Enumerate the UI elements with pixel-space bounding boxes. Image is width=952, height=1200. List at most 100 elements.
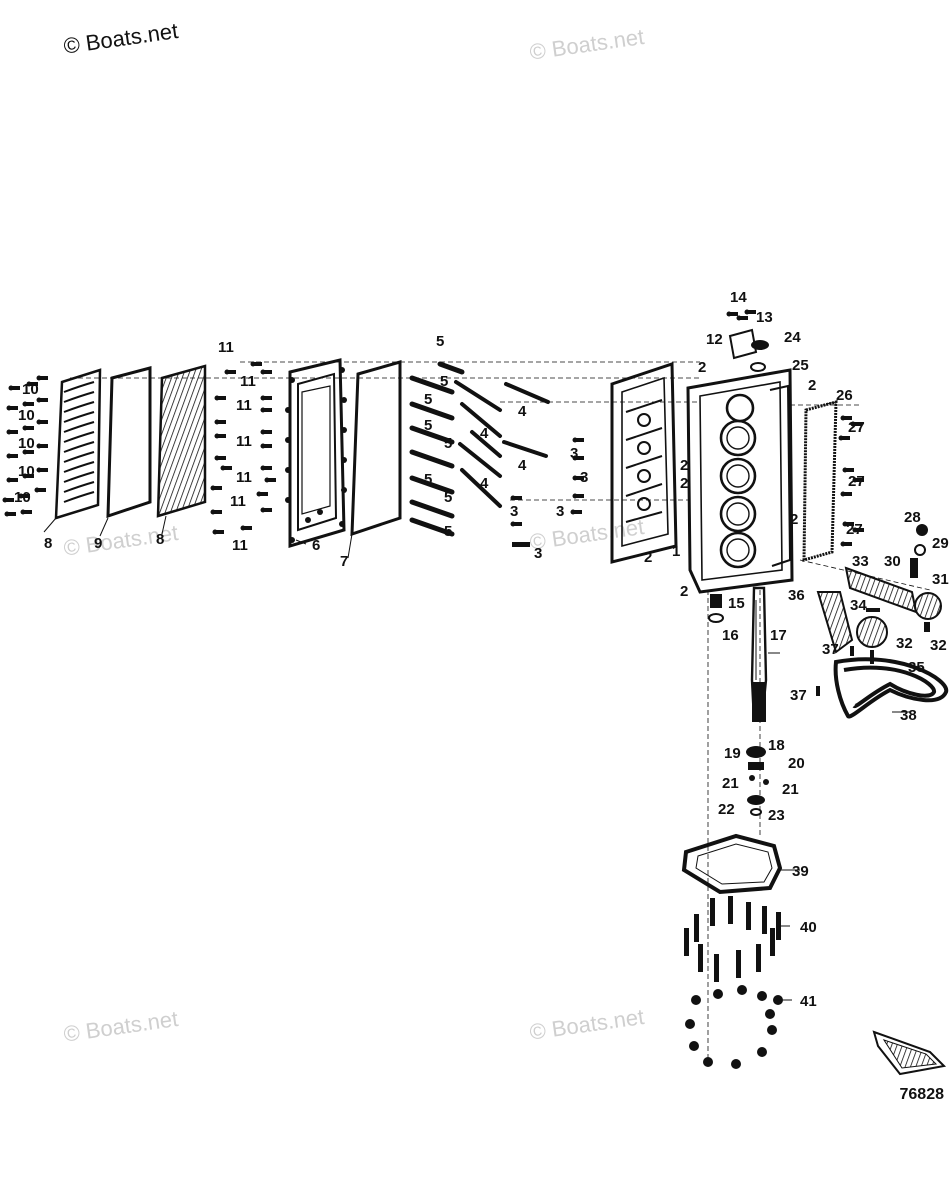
head-cover-6 bbox=[285, 358, 347, 549]
callout-10: 10 bbox=[22, 381, 39, 398]
callout-8: 8 bbox=[156, 531, 164, 548]
callout-3: 3 bbox=[556, 503, 564, 520]
gasket-26 bbox=[802, 400, 838, 562]
callout-2: 2 bbox=[790, 511, 798, 528]
callout-11: 11 bbox=[240, 373, 256, 390]
callout-6: 6 bbox=[312, 537, 320, 554]
callout-11: 11 bbox=[236, 433, 252, 450]
callout-28: 28 bbox=[904, 509, 921, 526]
callout-5: 5 bbox=[444, 489, 452, 506]
callout-2: 2 bbox=[680, 457, 688, 474]
callout-11: 11 bbox=[232, 537, 248, 554]
callout-16: 16 bbox=[722, 627, 739, 644]
callout-4: 4 bbox=[480, 475, 489, 492]
bolts-4 bbox=[454, 380, 550, 508]
callout-37: 37 bbox=[822, 641, 839, 658]
callout-33: 33 bbox=[852, 553, 869, 570]
callout-31: 31 bbox=[932, 571, 949, 588]
bolts-3 bbox=[510, 437, 584, 547]
callout-32: 32 bbox=[930, 637, 947, 654]
timing-belt-38 bbox=[833, 657, 949, 719]
callout-41: 41 bbox=[800, 993, 817, 1010]
callout-36: 36 bbox=[788, 587, 805, 604]
plug-parts bbox=[708, 594, 724, 623]
callout-7: 7 bbox=[340, 553, 348, 570]
callout-4: 4 bbox=[518, 403, 527, 420]
callout-1: 1 bbox=[672, 543, 680, 560]
callout-3: 3 bbox=[580, 469, 588, 486]
callout-40: 40 bbox=[800, 919, 817, 936]
callout-5: 5 bbox=[424, 391, 432, 408]
callout-15: 15 bbox=[728, 595, 745, 612]
callout-3: 3 bbox=[534, 545, 542, 562]
callout-39: 39 bbox=[792, 863, 809, 880]
engine-block-1 bbox=[686, 368, 794, 594]
callout-5: 5 bbox=[440, 373, 448, 390]
cover-plate-left bbox=[54, 368, 102, 520]
callout-11: 11 bbox=[218, 339, 234, 356]
cap-assembly bbox=[726, 309, 769, 372]
gasket-39 bbox=[681, 833, 783, 895]
callout-37: 37 bbox=[790, 687, 807, 704]
callout-19: 19 bbox=[724, 745, 741, 762]
callout-21: 21 bbox=[722, 775, 739, 792]
callout-24: 24 bbox=[784, 329, 801, 346]
callout-9: 9 bbox=[94, 535, 102, 552]
callout-5: 5 bbox=[444, 523, 452, 540]
shaft-17 bbox=[750, 586, 768, 722]
callout-13: 13 bbox=[756, 309, 773, 326]
callout-5: 5 bbox=[424, 471, 432, 488]
nuts-41 bbox=[685, 985, 783, 1069]
callout-38: 38 bbox=[900, 707, 917, 724]
callout-12: 12 bbox=[706, 331, 723, 348]
callout-20: 20 bbox=[788, 755, 805, 772]
callout-26: 26 bbox=[836, 387, 853, 404]
callout-5: 5 bbox=[436, 333, 444, 350]
callout-5: 5 bbox=[424, 417, 432, 434]
callout-30: 30 bbox=[884, 553, 901, 570]
callout-5: 5 bbox=[444, 435, 452, 452]
callout-17: 17 bbox=[770, 627, 787, 644]
callout-27: 27 bbox=[846, 521, 863, 538]
callout-23: 23 bbox=[768, 807, 785, 824]
callout-2: 2 bbox=[808, 377, 816, 394]
callout-11: 11 bbox=[236, 469, 252, 486]
bearing-parts bbox=[746, 746, 769, 816]
callout-2: 2 bbox=[644, 549, 652, 566]
callout-2: 2 bbox=[698, 359, 706, 376]
callout-34: 34 bbox=[850, 597, 867, 614]
callout-25: 25 bbox=[792, 357, 809, 374]
callout-3: 3 bbox=[510, 503, 518, 520]
timing-components bbox=[816, 524, 942, 696]
callout-29: 29 bbox=[932, 535, 949, 552]
callout-32: 32 bbox=[896, 635, 913, 652]
callout-10: 10 bbox=[18, 407, 35, 424]
callout-11: 11 bbox=[230, 493, 246, 510]
callout-3: 3 bbox=[570, 445, 578, 462]
callout-labels: 1 2 2 2 2 2 2 2 3 3 3 3 3 4 4 4 4 5 5 5 … bbox=[14, 289, 949, 1010]
figure-number: 76828 bbox=[899, 1086, 945, 1103]
callout-2: 2 bbox=[680, 583, 688, 600]
callout-2: 2 bbox=[680, 475, 688, 492]
callout-21: 21 bbox=[782, 781, 799, 798]
callout-10: 10 bbox=[14, 489, 31, 506]
callout-22: 22 bbox=[718, 801, 735, 818]
leader-ticks bbox=[43, 401, 910, 1001]
callout-10: 10 bbox=[18, 463, 35, 480]
bolts-5 bbox=[409, 361, 465, 537]
boat-logo bbox=[872, 1030, 947, 1076]
callout-8: 8 bbox=[44, 535, 52, 552]
callout-27: 27 bbox=[848, 419, 865, 436]
callout-11: 11 bbox=[236, 397, 252, 414]
callout-18: 18 bbox=[768, 737, 785, 754]
crankcase-half bbox=[610, 361, 678, 564]
cover-plate-hatched bbox=[156, 364, 207, 518]
gasket-9 bbox=[106, 366, 152, 519]
studs-40 bbox=[684, 896, 781, 982]
callout-4: 4 bbox=[480, 425, 489, 442]
callout-4: 4 bbox=[518, 457, 527, 474]
callout-35: 35 bbox=[908, 659, 925, 676]
callout-10: 10 bbox=[18, 435, 35, 452]
callout-27: 27 bbox=[848, 473, 865, 490]
